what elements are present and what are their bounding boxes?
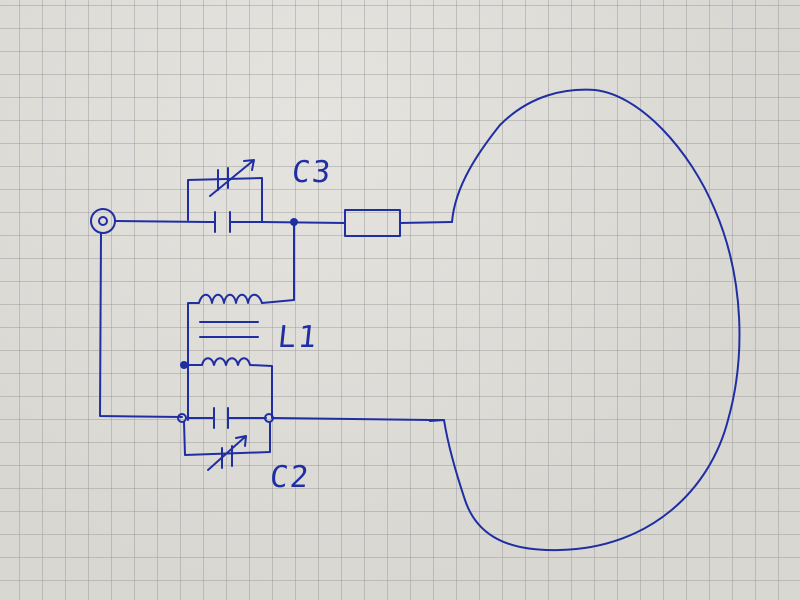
left-wire [99,232,183,418]
loop-antenna [429,88,741,552]
input-connector [90,208,116,234]
resistor [344,209,401,237]
top-wire [114,220,209,223]
c3-to-l1-wire [261,221,295,304]
inductor-l1 [187,293,273,421]
resistor-to-loop-wire [399,221,453,224]
capacitor-c2 [177,407,274,471]
label-c2: C2 [268,460,312,495]
bottom-wire [272,417,445,421]
label-l1: L1 [276,320,320,355]
capacitor-c3 [187,159,263,233]
label-c3: C3 [290,155,334,190]
junction-l1 [180,361,188,369]
c3-to-resistor-wire [261,221,346,224]
